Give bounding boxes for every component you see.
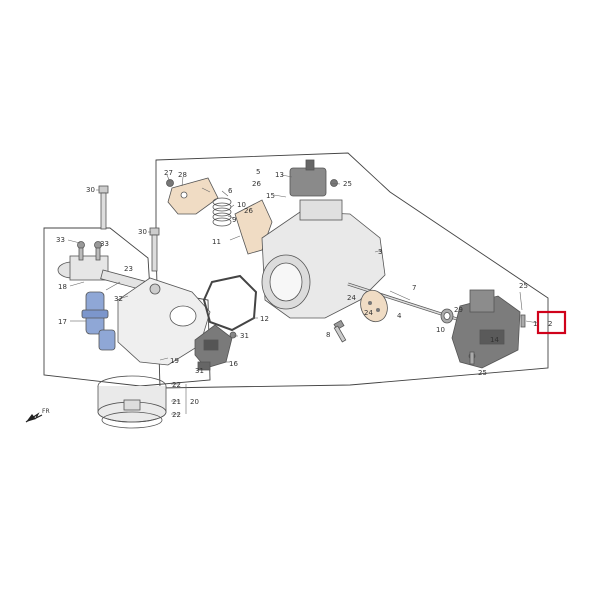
screw-25-right [520,314,526,328]
label-24-lower: 24 [364,309,373,317]
label-10-right: 10 [436,326,445,334]
label-30-upper: 30 [86,186,95,194]
label-33-left: 33 [56,236,65,244]
label-33-right: 33 [100,240,109,248]
o-ring [202,274,258,332]
label-25-right: 25 [519,282,528,290]
label-16: 16 [229,360,238,368]
label-6: 6 [228,187,233,195]
label-32: 32 [114,295,123,303]
idle-air-control [289,159,338,197]
insulator-joint [97,375,167,429]
label-10: 10 [237,201,246,209]
label-14: 14 [490,336,499,344]
highlighted-part-label: 2 [548,320,552,328]
leader-lines [67,174,539,415]
shaft-seal [440,308,454,324]
label-25-bottom: 25 [478,369,487,377]
label-5: 5 [256,168,260,176]
label-9: 9 [232,216,236,224]
throttle-position-sensor [451,289,521,369]
label-21: 21 [172,398,181,406]
bolt-30-upper [98,185,109,230]
label-7: 7 [412,284,416,292]
label-29: 29 [454,306,463,314]
label-3: 3 [378,248,382,256]
part-number-labels: 27 28 6 10 9 11 5 26 26 13 25 15 3 12 16… [56,168,552,419]
label-20: 20 [190,398,199,406]
throttle-valve [360,289,388,323]
nut-27 [166,179,174,187]
label-28: 28 [178,171,187,179]
label-30-lower: 30 [138,228,147,236]
return-spring [212,197,232,227]
label-25-top: 25 [343,180,352,188]
label-18: 18 [58,283,67,291]
label-26-lower: 26 [244,207,253,215]
label-1: 1 [533,320,537,328]
label-19: 19 [170,357,179,365]
cable-bracket [167,177,219,215]
front-direction-arrow: FR [25,408,50,423]
bolt-31 [229,331,237,339]
bolt-30-lower [149,227,160,272]
injector [81,291,116,351]
sub-assembly-outline [43,227,211,387]
bolt-8 [333,319,347,343]
label-11: 11 [212,238,221,246]
label-8: 8 [326,331,330,339]
label-15: 15 [266,192,275,200]
label-22-upper: 22 [172,381,181,389]
label-22-lower: 22 [172,411,181,419]
label-24-upper: 24 [347,294,356,302]
label-31: 31 [240,332,249,340]
screw-25-lower [469,351,475,365]
map-sensor [194,324,233,371]
label-12: 12 [260,315,269,323]
label-17: 17 [58,318,67,326]
label-4: 4 [397,312,402,320]
front-direction-label: FR [42,408,50,415]
label-13: 13 [275,171,284,179]
label-27: 27 [164,169,173,177]
fuel-pipe [57,241,150,292]
label-23: 23 [124,265,133,273]
highlight-box [536,310,567,335]
label-31-lower: 31 [195,367,204,375]
label-26-upper: 26 [252,180,261,188]
throttle-body [261,199,386,319]
